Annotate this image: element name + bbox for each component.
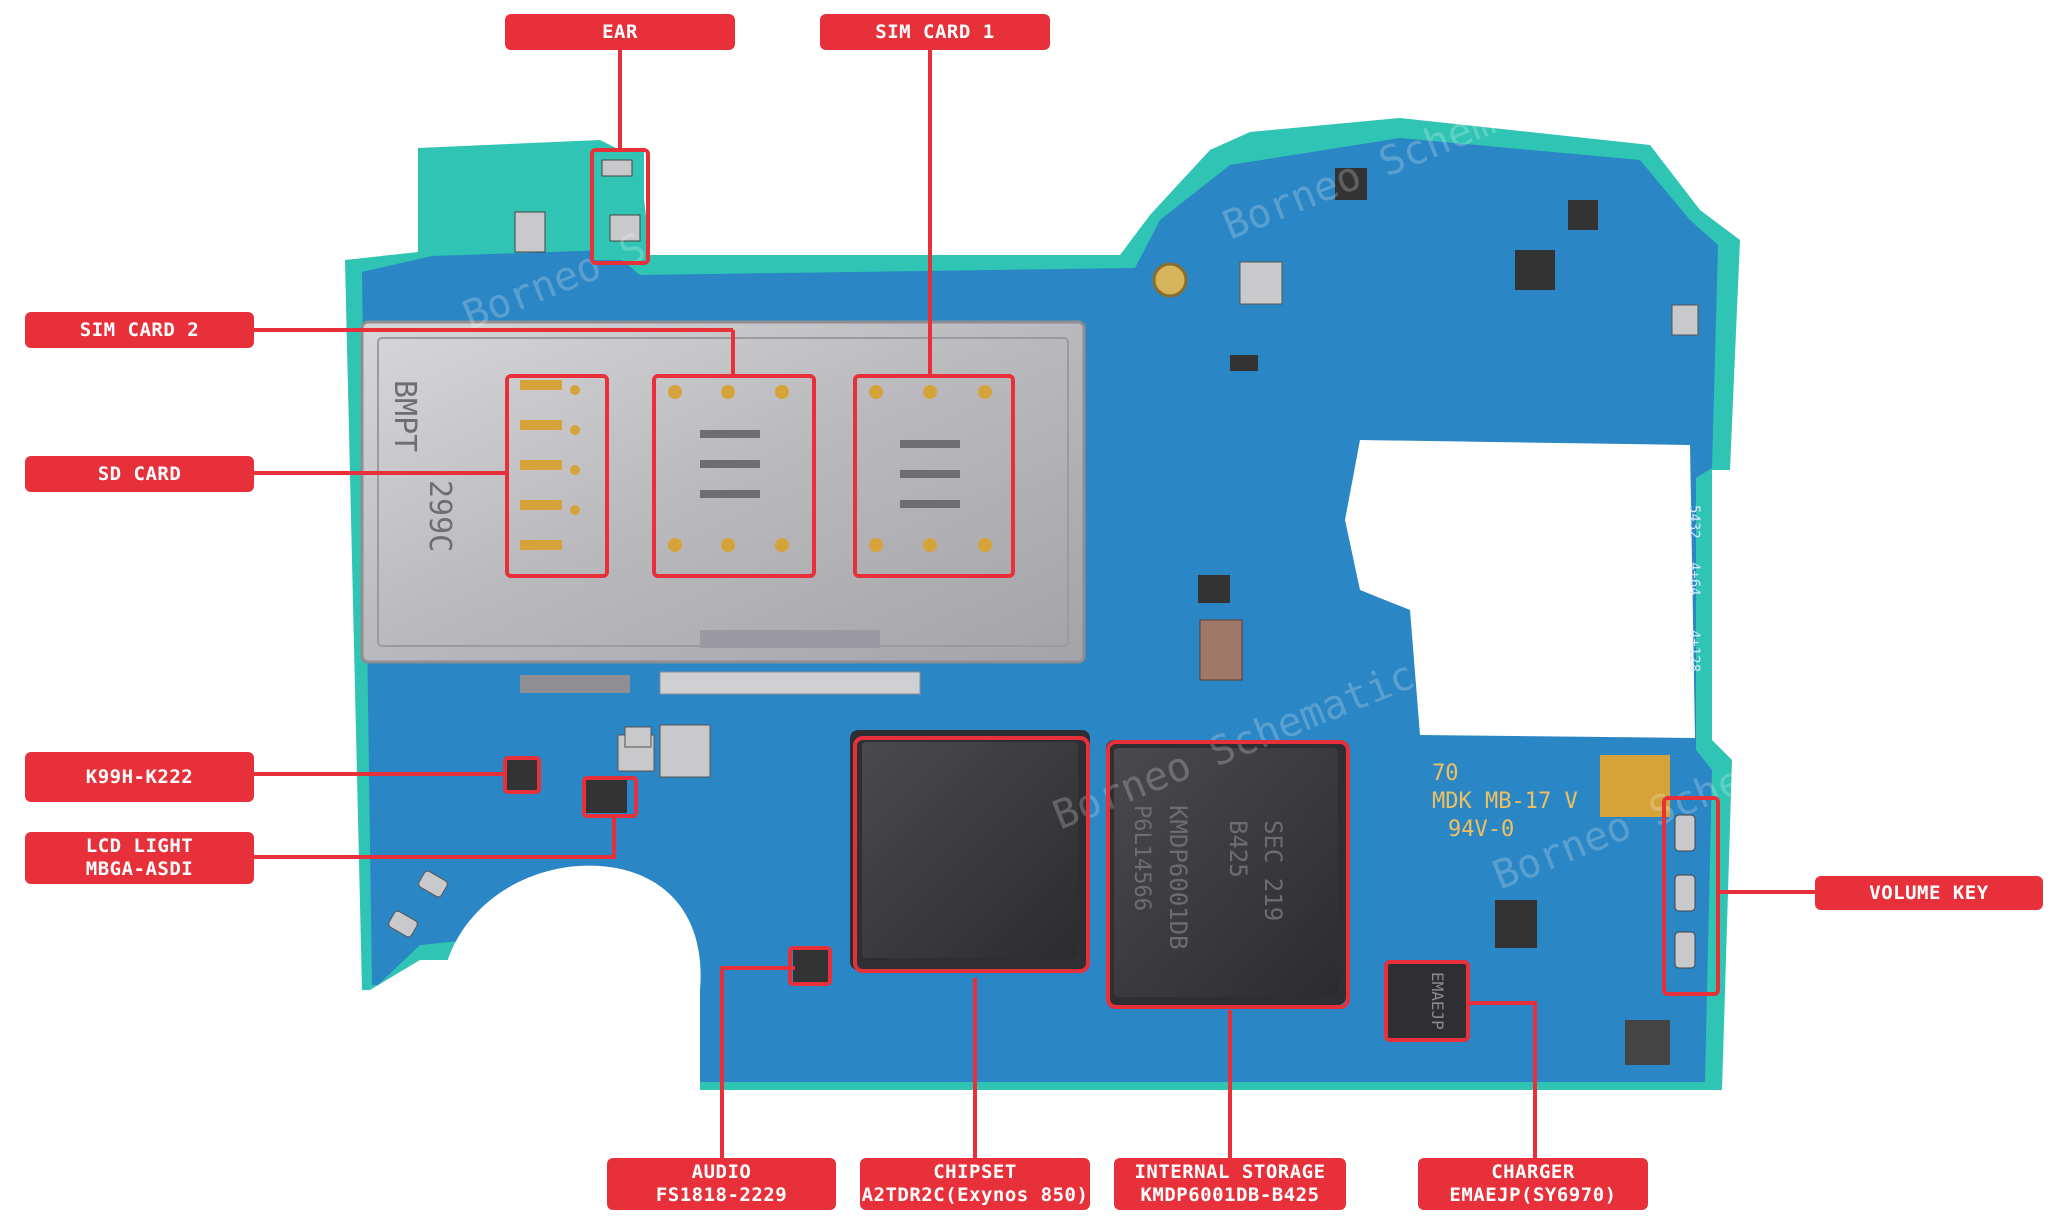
- charger-chip: EMAEJP: [1385, 963, 1467, 1038]
- svg-text:299C: 299C: [422, 480, 457, 552]
- svg-text:70: 70: [1432, 761, 1459, 786]
- label-chipset: CHIPSET A2TDR2C(Exynos 850): [860, 1158, 1090, 1210]
- sim2-highlight: [652, 374, 816, 578]
- label-sd-text: SD CARD: [97, 462, 182, 485]
- label-audio-line1: AUDIO: [691, 1161, 752, 1183]
- internal-storage-package: SEC 219 B425 KMDP6001DB P6L14566: [1106, 740, 1346, 1005]
- sim2-contacts: [668, 385, 789, 552]
- board-arc-cutout: [440, 865, 701, 1090]
- sim1-highlight: [853, 374, 1015, 578]
- label-sd-card: SD CARD: [25, 456, 254, 492]
- qr-code: [1600, 755, 1670, 817]
- label-audio: AUDIO FS1818-2229: [607, 1158, 836, 1210]
- label-internal-storage: INTERNAL STORAGE KMDP6001DB-B425: [1114, 1158, 1346, 1210]
- svg-text:5432: 5432: [1686, 505, 1702, 539]
- label-lcd-line2: MBGA-ASDI: [85, 858, 194, 880]
- svg-text:4+128: 4+128: [1686, 630, 1702, 672]
- label-storage-line1: INTERNAL STORAGE: [1134, 1161, 1326, 1183]
- label-chipset-line2: A2TDR2C(Exynos 850): [861, 1184, 1089, 1206]
- volume-key-highlight: [1662, 796, 1720, 996]
- label-lcd-line1: LCD LIGHT: [85, 835, 194, 857]
- label-ear-text: EAR: [602, 20, 638, 43]
- highlight-boxes: [503, 148, 1720, 1042]
- ear-highlight: [590, 148, 650, 265]
- sd-card-contacts: [520, 380, 580, 550]
- svg-text:KMDP6001DB: KMDP6001DB: [1164, 805, 1192, 950]
- label-charger: CHARGER EMAEJP(SY6970): [1418, 1158, 1648, 1210]
- svg-text:EMAEJP: EMAEJP: [1428, 972, 1447, 1030]
- label-sim1-text: SIM CARD 1: [875, 20, 995, 43]
- label-chipset-line1: CHIPSET: [933, 1161, 1017, 1183]
- sim1-contacts: [869, 385, 992, 552]
- k99h-highlight: [503, 756, 541, 794]
- label-storage-line2: KMDP6001DB-B425: [1140, 1184, 1320, 1206]
- label-sim-card-1: SIM CARD 1: [820, 14, 1050, 50]
- lcd-light-highlight: [582, 776, 638, 818]
- label-volume-text: VOLUME KEY: [1869, 881, 1989, 904]
- board-cutout: [1345, 440, 1695, 738]
- label-sim2-text: SIM CARD 2: [79, 318, 200, 341]
- chipset-package: [850, 730, 1090, 970]
- label-k99h: K99H-K222: [25, 752, 254, 802]
- audio-highlight: [788, 946, 832, 986]
- charger-highlight: [1384, 960, 1470, 1042]
- svg-text:MDK MB-17 V: MDK MB-17 V: [1432, 789, 1578, 814]
- label-audio-line2: FS1818-2229: [655, 1184, 788, 1206]
- label-k99h-text: K99H-K222: [85, 765, 194, 788]
- svg-text:B425: B425: [1224, 820, 1252, 878]
- svg-text:P6L14566: P6L14566: [1129, 805, 1154, 911]
- svg-text:4+64: 4+64: [1686, 562, 1702, 596]
- svg-text:SEC 219: SEC 219: [1259, 820, 1287, 921]
- label-charger-line1: CHARGER: [1491, 1161, 1575, 1183]
- svg-text:BMPT: BMPT: [387, 380, 422, 452]
- chipset-highlight: [853, 736, 1090, 973]
- sd-card-highlight: [505, 374, 609, 578]
- storage-highlight: [1106, 740, 1350, 1009]
- label-ear: EAR: [505, 14, 735, 50]
- svg-text:94V-0: 94V-0: [1448, 817, 1514, 842]
- volume-key-pads: [1674, 814, 1696, 969]
- callout-lines: [254, 48, 1815, 1158]
- label-charger-line2: EMAEJP(SY6970): [1449, 1184, 1617, 1206]
- label-volume-key: VOLUME KEY: [1815, 876, 2043, 910]
- label-lcd-light: LCD LIGHT MBGA-ASDI: [25, 832, 254, 884]
- label-sim-card-2: SIM CARD 2: [25, 312, 254, 348]
